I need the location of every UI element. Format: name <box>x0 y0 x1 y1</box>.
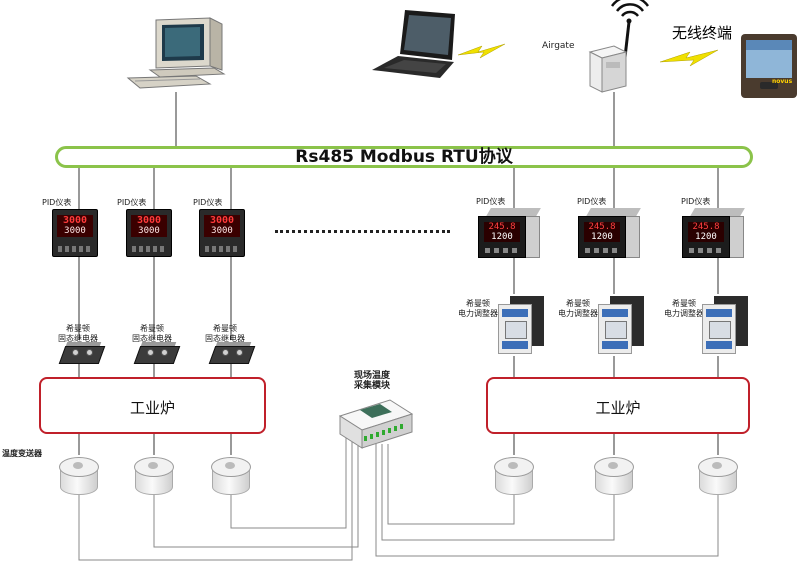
temperature-transmitter <box>494 455 534 497</box>
airgate-device <box>588 45 628 93</box>
temperature-transmitter <box>594 455 634 497</box>
laptop-icon <box>372 10 455 78</box>
ssr-label: 希曼顿固态继电器 <box>205 324 245 343</box>
pid-label: PID仪表 <box>577 197 607 206</box>
pid-label: PID仪表 <box>476 197 506 206</box>
pid-label: PID仪表 <box>193 198 223 207</box>
device-brand-text: novus <box>772 78 793 85</box>
wireless-terminal-label: 无线终端 <box>672 24 733 42</box>
solid-state-relay <box>58 342 106 364</box>
temperature-transmitter <box>698 455 738 497</box>
pid-label: PID仪表 <box>681 197 711 206</box>
power-regulator <box>598 296 644 354</box>
bus-label: Rs485 Modbus RTU协议 <box>295 147 513 167</box>
pid-label: PID仪表 <box>42 198 72 207</box>
ssr-label: 希曼顿固态继电器 <box>132 324 172 343</box>
regulator-label: 希曼顿电力调整器 <box>558 299 598 318</box>
temperature-module-icon <box>338 399 414 449</box>
wireless-bolt-right <box>659 49 719 67</box>
regulator-label: 希曼顿电力调整器 <box>664 299 704 318</box>
ssr-label: 希曼顿固态继电器 <box>58 324 98 343</box>
transmitter-label: 温度变送器 <box>2 449 42 458</box>
module-label: 现场温度采集模块 <box>353 371 390 391</box>
power-regulator <box>702 296 748 354</box>
power-regulator <box>498 296 544 354</box>
solid-state-relay <box>133 342 181 364</box>
computer-icon <box>126 17 226 89</box>
more-devices-dots <box>275 230 450 233</box>
industrial-furnace-left: 工业炉 <box>39 377 266 434</box>
airgate-label: Airgate <box>542 41 575 51</box>
signal-waves-icon <box>610 0 650 17</box>
wireless-bolt-left <box>457 43 506 59</box>
temperature-transmitter <box>59 455 99 497</box>
pid-label: PID仪表 <box>117 198 147 207</box>
wireless-terminal-icon <box>741 34 797 98</box>
rs485-bus: Rs485 Modbus RTU协议 <box>55 146 753 168</box>
regulator-label: 希曼顿电力调整器 <box>458 299 498 318</box>
temperature-transmitter <box>134 455 174 497</box>
solid-state-relay <box>208 342 256 364</box>
temperature-transmitter <box>211 455 251 497</box>
industrial-furnace-right: 工业炉 <box>486 377 750 434</box>
